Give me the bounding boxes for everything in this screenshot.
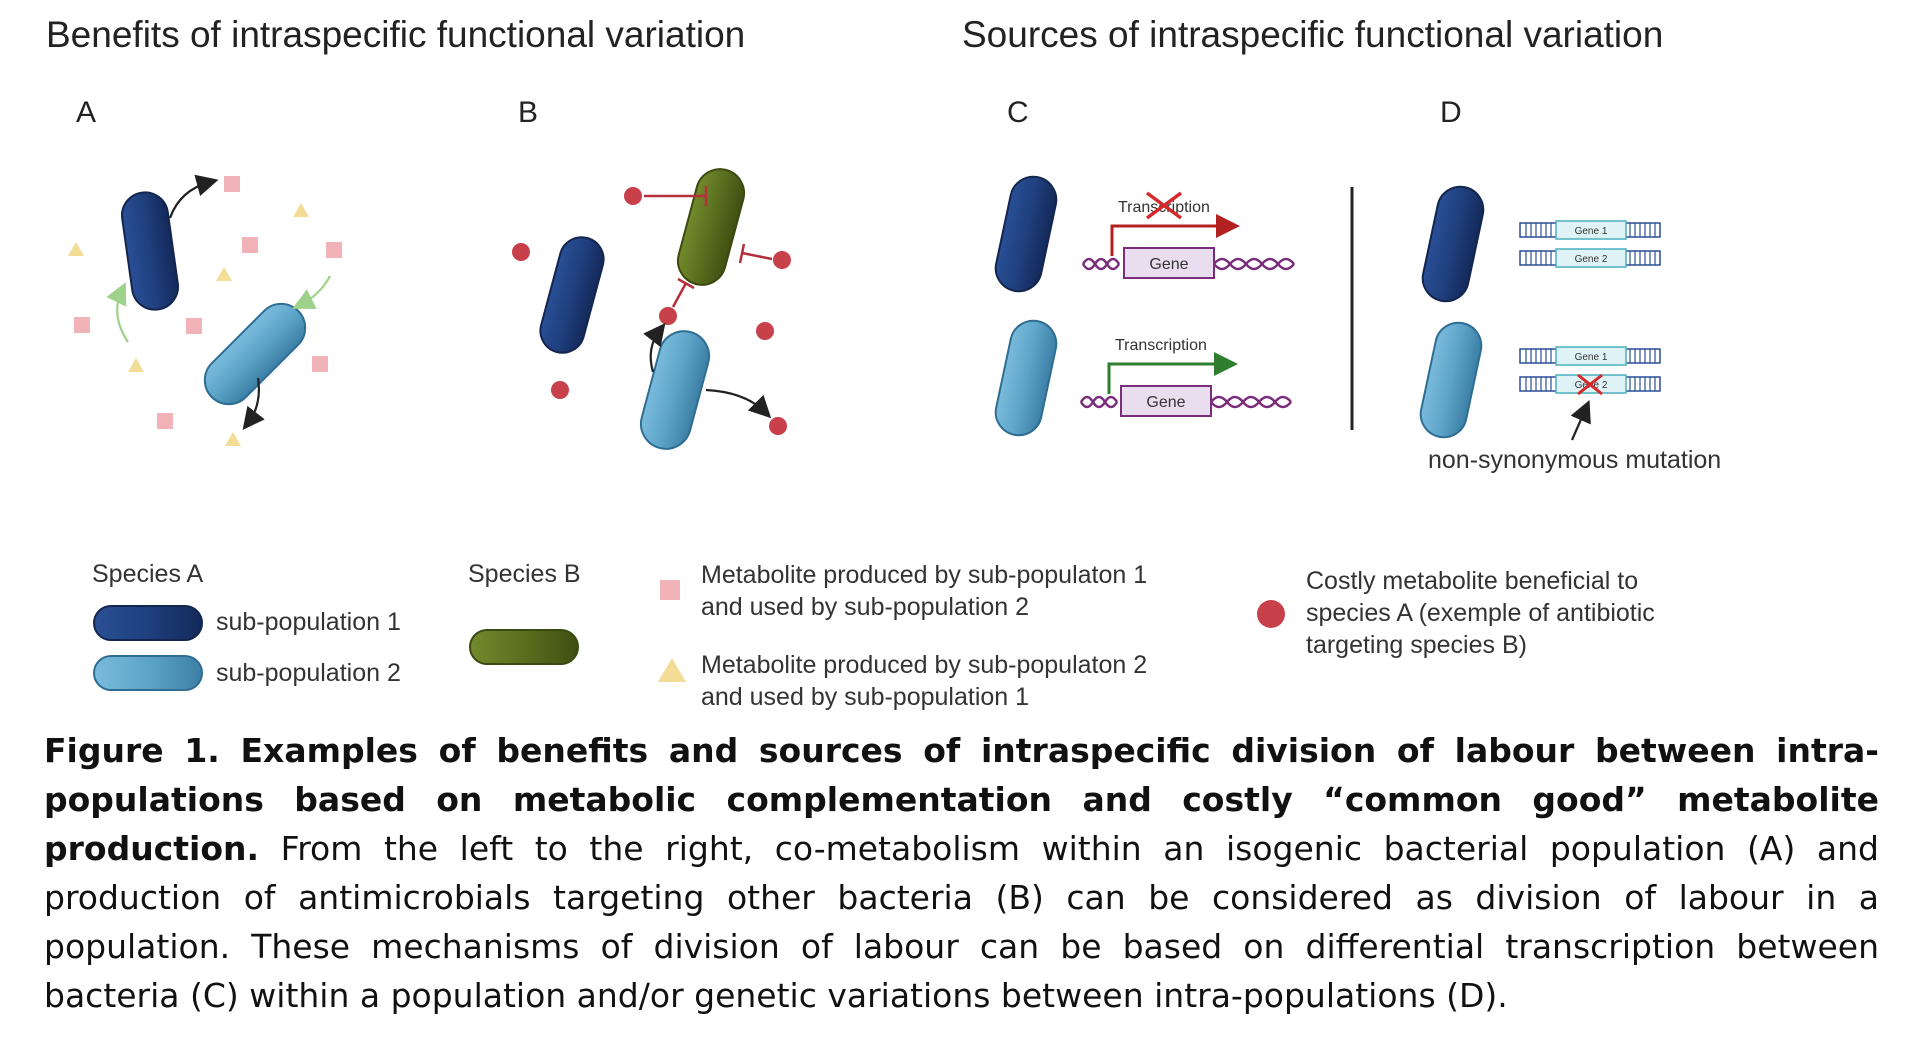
- costly-metabolite-dot: [659, 307, 677, 325]
- legend-species-a: Species A: [92, 560, 204, 588]
- caption-text: From the left to the right, co-metabolis…: [44, 829, 1879, 1015]
- mutation-label: non-synonymous mutation: [1428, 446, 1722, 474]
- inhibition-line: [738, 243, 773, 264]
- gene-label: Gene: [1146, 394, 1185, 411]
- caption-bold: Figure 1. Examples of benefits and sourc…: [44, 731, 1879, 868]
- gene2-label: Gene 2: [1575, 254, 1608, 265]
- dna-strand: [1213, 257, 1295, 271]
- legend-triangle-line2: and used by sub-population 1: [701, 683, 1030, 711]
- bacterium-species-b: [676, 168, 746, 286]
- metabolite-triangle: [128, 358, 144, 372]
- legend-shapes: [93, 580, 1285, 691]
- bacterium-subpop1: [539, 236, 605, 354]
- legend-subpop1-label: sub-population 1: [216, 608, 401, 636]
- gene1-label: Gene 1: [1575, 226, 1608, 237]
- cross-icon: [1145, 191, 1183, 220]
- costly-metabolite-dot: [551, 381, 569, 399]
- costly-metabolite-dot: [756, 322, 774, 340]
- mutation-arrow: [1570, 399, 1591, 441]
- bacterium-subpop2: [639, 330, 711, 450]
- costly-metabolite-dot: [773, 251, 791, 269]
- metabolite-square: [186, 318, 202, 334]
- gene-box: [1120, 385, 1212, 417]
- legend-costly-line3: targeting species B): [1306, 631, 1527, 659]
- dna-strand: [1081, 257, 1121, 271]
- transcription-label: Transcription: [1115, 337, 1207, 354]
- dna-strand: [1079, 395, 1119, 409]
- panel-c: Gene Transcription Gene Transcription: [994, 175, 1354, 437]
- metabolite-triangle: [225, 432, 241, 446]
- legend-triangle-line1: Metabolite produced by sub-populaton 2: [701, 651, 1148, 679]
- panel-a: [68, 174, 342, 446]
- uptake-arrow: [292, 275, 331, 309]
- legend-square-icon: [660, 580, 680, 600]
- costly-metabolite-dot: [769, 417, 787, 435]
- export-arrow: [168, 174, 219, 219]
- bacterium-subpop2: [203, 302, 307, 406]
- gene-box: [1123, 247, 1215, 279]
- legend-square-line1: Metabolite produced by sub-populaton 1: [701, 561, 1148, 589]
- metabolite-square: [242, 237, 258, 253]
- metabolite-square: [224, 176, 240, 192]
- legend-subpop2-label: sub-population 2: [216, 659, 401, 687]
- panel-letter-c: C: [1007, 96, 1029, 129]
- sources-title: Sources of intraspecific functional vari…: [962, 14, 1664, 55]
- metabolite-triangle: [216, 267, 232, 281]
- bacterium-subpop1: [994, 175, 1058, 293]
- inhibition-line: [671, 277, 695, 308]
- mutation-cross-icon: [1577, 373, 1603, 396]
- dna-strand: [1213, 257, 1295, 271]
- costly-metabolite-dot: [624, 187, 642, 205]
- legend-species-b-icon: [469, 629, 579, 665]
- chromosome-strand: [1519, 220, 1661, 268]
- panel-d: Gene 1 Gene 2 Gene 1 Gene 2: [1419, 185, 1661, 441]
- metabolite-square: [74, 317, 90, 333]
- panel-letter-d: D: [1440, 96, 1462, 129]
- metabolite-square: [326, 242, 342, 258]
- bacterium-subpop2: [1419, 321, 1483, 439]
- transcription-arrow-off: [1110, 214, 1240, 256]
- bacterium-subpop1: [120, 191, 180, 311]
- export-arrow: [242, 377, 265, 430]
- legend-subpop2-icon: [93, 655, 203, 691]
- legend-triangle-icon: [658, 658, 686, 682]
- benefits-title: Benefits of intraspecific functional var…: [46, 14, 746, 55]
- gene-label: Gene: [1149, 256, 1188, 273]
- legend-species-b: Species B: [468, 560, 581, 588]
- legend-square-line2: and used by sub-population 2: [701, 593, 1030, 621]
- dna-strand: [1210, 395, 1292, 409]
- legend-dot-icon: [1257, 600, 1285, 628]
- export-arrow: [705, 388, 772, 419]
- gene1-label: Gene 1: [1575, 352, 1608, 363]
- transcription-arrow-on: [1107, 352, 1238, 394]
- costly-metabolite-dot: [512, 243, 530, 261]
- metabolite-triangle: [68, 242, 84, 256]
- panel-b: [512, 168, 791, 450]
- dna-strand: [1081, 257, 1121, 271]
- figure-caption: Figure 1. Examples of benefits and sourc…: [44, 726, 1879, 1020]
- inhibition-line: [644, 186, 708, 206]
- metabolite-square: [312, 356, 328, 372]
- uptake-arrow: [106, 282, 129, 343]
- metabolite-triangle: [293, 203, 309, 217]
- metabolite-square: [157, 413, 173, 429]
- panel-letter-a: A: [76, 96, 97, 129]
- bacterium-subpop1: [1421, 185, 1485, 303]
- panel-letter-b: B: [518, 96, 539, 129]
- legend-costly-line1: Costly metabolite beneficial to: [1306, 567, 1639, 595]
- dna-strand: [1210, 395, 1292, 409]
- dna-strand: [1079, 395, 1119, 409]
- legend-costly-line2: species A (exemple of antibiotic: [1306, 599, 1655, 627]
- legend-subpop1-icon: [93, 605, 203, 641]
- bacterium-subpop2: [994, 319, 1058, 437]
- export-arrow: [643, 323, 666, 373]
